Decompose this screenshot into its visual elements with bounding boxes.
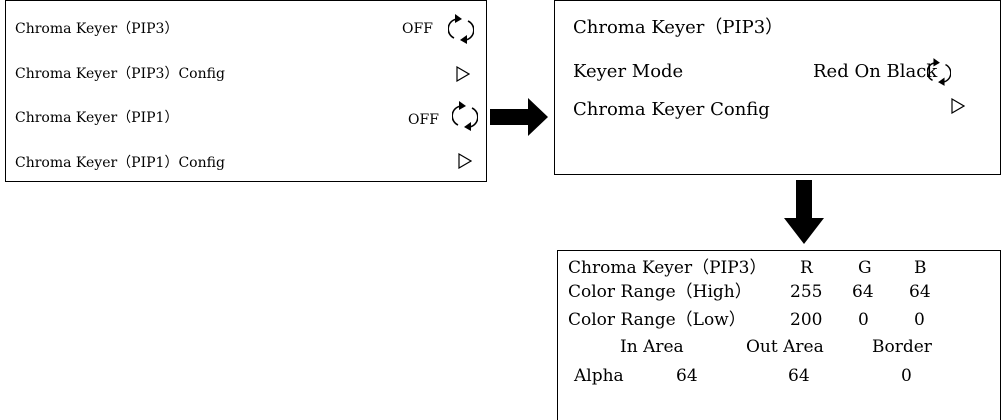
menu-item-label: Chroma Keyer（PIP3） (15, 21, 179, 37)
column-header-in-area: In Area (620, 337, 684, 357)
menu-item-value: OFF (402, 21, 433, 37)
refresh-icon[interactable] (927, 58, 951, 86)
menu-item-value: OFF (408, 112, 439, 128)
menu-item-pip3-config[interactable]: Chroma Keyer（PIP3）Config (6, 63, 486, 85)
config-title: Chroma Keyer（PIP3） (568, 258, 767, 278)
keyer-mode-value: Red On Black (813, 61, 938, 82)
play-triangle-icon[interactable] (456, 66, 470, 82)
color-range-high-g[interactable]: 64 (852, 282, 874, 302)
menu-item-label: Chroma Keyer（PIP3）Config (15, 66, 225, 82)
alpha-out-area[interactable]: 64 (788, 366, 810, 386)
alpha-border[interactable]: 0 (901, 366, 912, 386)
color-range-low-g[interactable]: 0 (858, 310, 869, 330)
color-range-high-label: Color Range（High） (568, 282, 752, 302)
chroma-keyer-pip3-panel: Chroma Keyer（PIP3） Keyer Mode Red On Bla… (554, 0, 1001, 175)
column-header-out-area: Out Area (746, 337, 824, 357)
keyer-mode-label: Keyer Mode (573, 61, 684, 82)
menu-item-pip1-config[interactable]: Chroma Keyer（PIP1）Config (6, 152, 486, 174)
refresh-icon[interactable] (452, 101, 478, 131)
column-header-g: G (858, 258, 872, 278)
chroma-keyer-menu-panel: Chroma Keyer（PIP3） OFF Chroma Keyer（PIP3… (5, 0, 487, 182)
chroma-keyer-config-row[interactable]: Chroma Keyer Config (555, 97, 1000, 123)
play-triangle-icon[interactable] (458, 153, 472, 169)
menu-item-pip1[interactable]: Chroma Keyer（PIP1） OFF (6, 101, 486, 131)
color-range-high-r[interactable]: 255 (790, 282, 823, 302)
color-range-low-r[interactable]: 200 (790, 310, 823, 330)
alpha-label: Alpha (574, 366, 624, 386)
refresh-icon[interactable] (448, 14, 474, 44)
play-triangle-icon[interactable] (951, 98, 965, 114)
column-header-r: R (800, 258, 813, 278)
right-arrow-icon (490, 98, 548, 136)
chroma-keyer-config-panel: Chroma Keyer（PIP3） R G B Color Range（Hig… (557, 250, 1001, 420)
menu-item-label: Chroma Keyer（PIP1）Config (15, 155, 225, 171)
menu-item-label: Chroma Keyer（PIP1） (15, 110, 179, 126)
column-header-border: Border (872, 337, 932, 357)
panel-title: Chroma Keyer（PIP3） (573, 17, 784, 38)
menu-item-pip3[interactable]: Chroma Keyer（PIP3） OFF (6, 14, 486, 44)
color-range-low-label: Color Range（Low） (568, 310, 746, 330)
chroma-keyer-config-label: Chroma Keyer Config (573, 99, 770, 120)
color-range-high-b[interactable]: 64 (909, 282, 931, 302)
column-header-b: B (914, 258, 927, 278)
color-range-low-b[interactable]: 0 (914, 310, 925, 330)
alpha-in-area[interactable]: 64 (676, 366, 698, 386)
down-arrow-icon (784, 180, 824, 244)
keyer-mode-row[interactable]: Keyer Mode Red On Black (555, 58, 1000, 86)
